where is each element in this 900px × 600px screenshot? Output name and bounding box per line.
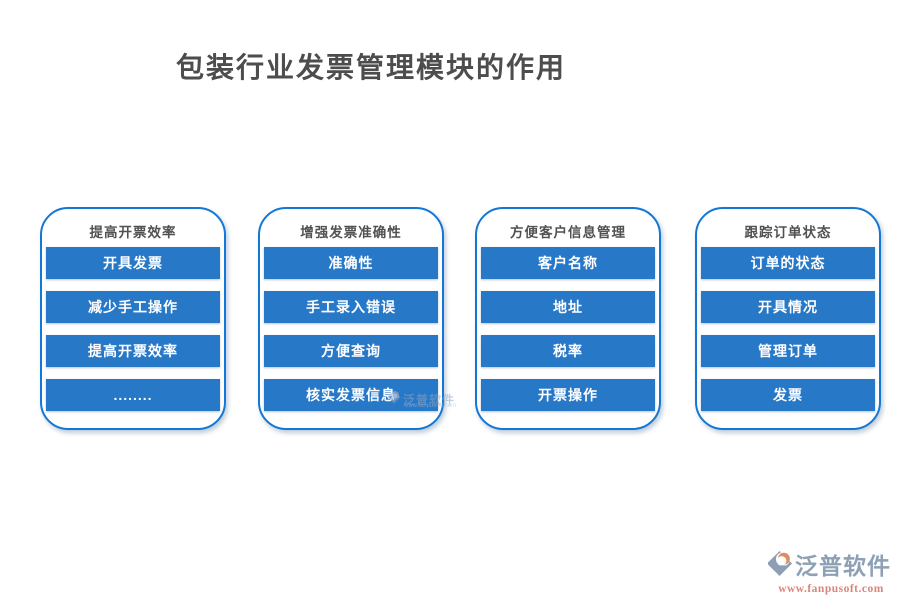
card-invoice-accuracy: 增强发票准确性 准确性 手工录入错误 方便查询 核实发票信息 — [258, 207, 444, 430]
card-item: 客户名称 — [481, 247, 655, 279]
card-item: 手工录入错误 — [264, 291, 438, 323]
card-item: 地址 — [481, 291, 655, 323]
card-order-status: 跟踪订单状态 订单的状态 开具情况 管理订单 发票 — [695, 207, 881, 430]
card-item: 开票操作 — [481, 379, 655, 411]
card-item: 管理订单 — [701, 335, 875, 367]
footer-logo-url: www.fanpusoft.com — [778, 583, 884, 595]
card-item: 订单的状态 — [701, 247, 875, 279]
fanpu-logo-icon — [767, 550, 793, 582]
card-invoicing-efficiency: 提高开票效率 开具发票 减少手工操作 提高开票效率 ........ — [40, 207, 226, 430]
card-item: 开具发票 — [46, 247, 220, 279]
card-item: ........ — [46, 379, 220, 411]
card-item: 方便查询 — [264, 335, 438, 367]
footer-logo: 泛普软件 www.fanpusoft.com — [767, 550, 894, 595]
card-customer-info: 方便客户信息管理 客户名称 地址 税率 开票操作 — [475, 207, 661, 430]
card-item: 提高开票效率 — [46, 335, 220, 367]
footer-logo-name: 泛普软件 — [795, 552, 891, 579]
card-item: 税率 — [481, 335, 655, 367]
card-header: 提高开票效率 — [89, 225, 177, 240]
card-item: 开具情况 — [701, 291, 875, 323]
card-item: 发票 — [701, 379, 875, 411]
card-header: 跟踪订单状态 — [744, 225, 832, 240]
card-item: 核实发票信息 — [264, 379, 438, 411]
page-title: 包装行业发票管理模块的作用 — [175, 53, 566, 84]
card-header: 方便客户信息管理 — [510, 225, 626, 240]
card-item: 准确性 — [264, 247, 438, 279]
card-header: 增强发票准确性 — [300, 225, 402, 240]
card-item: 减少手工操作 — [46, 291, 220, 323]
